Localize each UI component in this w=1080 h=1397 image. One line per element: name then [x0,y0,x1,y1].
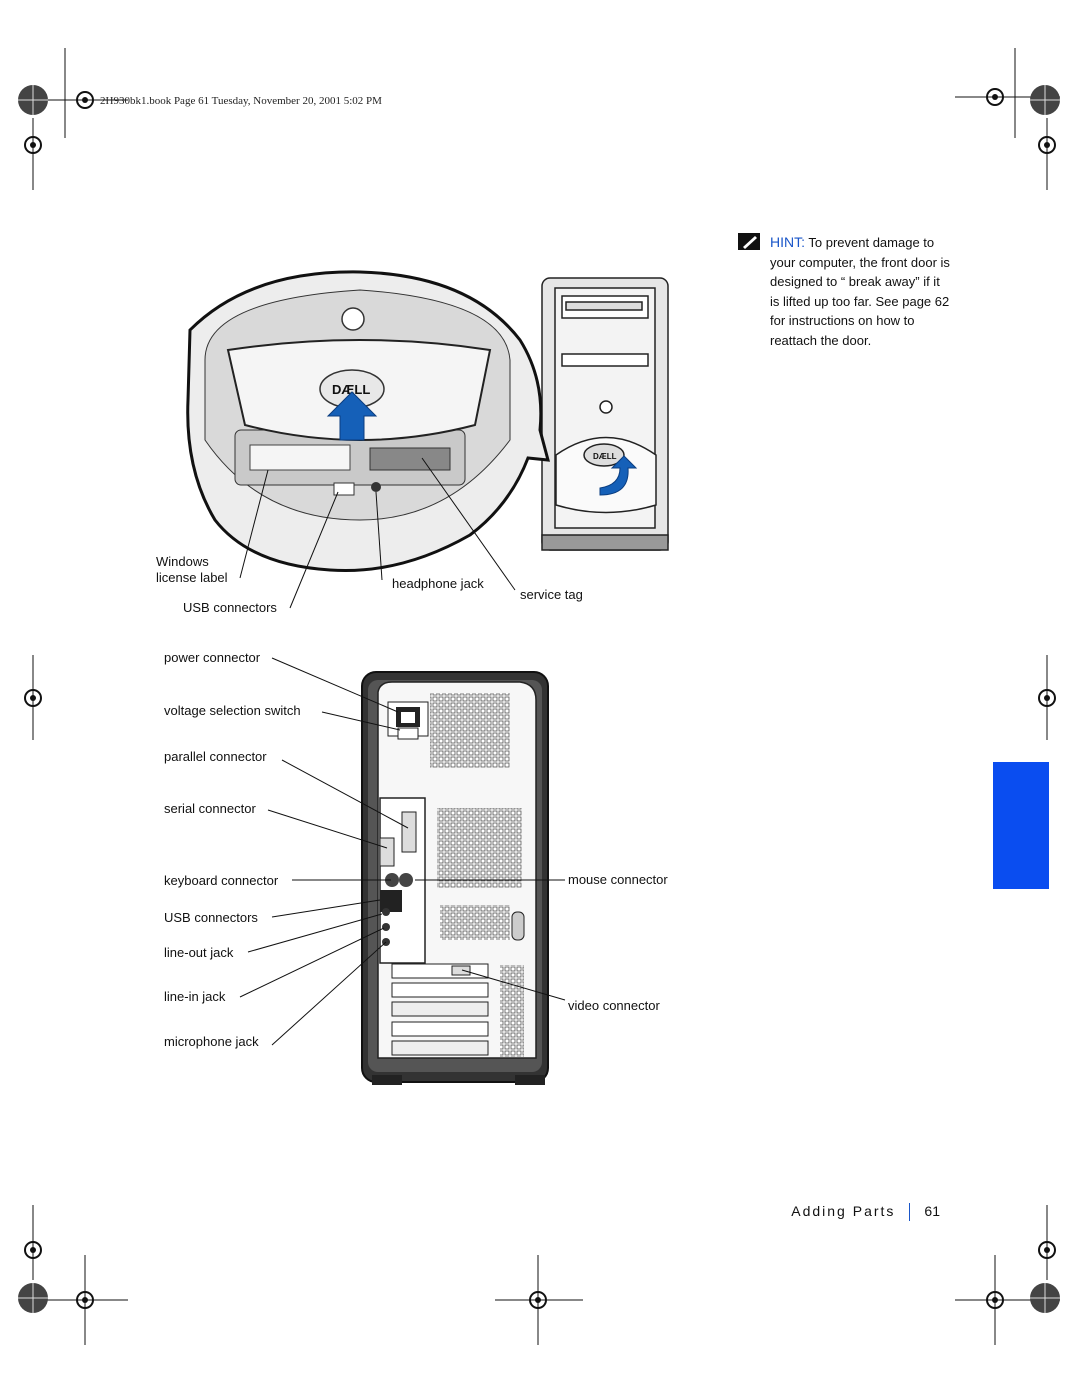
page-footer: Adding Parts 61 [791,1203,940,1222]
service-tag-label: service tag [520,587,583,602]
headphone-jack-label: headphone jack [392,576,484,591]
registration-mark-icon [1038,136,1056,154]
line-out-jack-label: line-out jack [164,945,234,960]
microphone-jack-label: microphone jack [164,1034,259,1049]
registration-mark-icon [24,1241,42,1259]
dell-logo-small: DÆLL [593,452,617,461]
page-number: 61 [924,1203,940,1219]
parallel-connector-label: parallel connector [164,749,267,764]
back-tower [361,671,549,1085]
back-usb-label: USB connectors [164,910,258,925]
voltage-switch-label: voltage selection switch [164,703,301,718]
registration-mark-icon [986,1291,1004,1309]
line-in-jack-label: line-in jack [164,989,226,1004]
dell-logo: DÆLL [332,382,370,397]
registration-mark-icon [76,91,94,109]
up-arrow-icon [326,391,378,441]
windows-label-line1: Windows [156,554,209,569]
registration-mark-icon [1038,689,1056,707]
power-connector-label: power connector [164,650,261,665]
mouse-connector-label: mouse connector [568,872,668,887]
hint-keyword: HINT: [770,234,805,250]
chapter-thumb-tab [993,762,1049,889]
serial-connector-label: serial connector [164,801,256,816]
registration-mark-icon [76,1291,94,1309]
video-connector-label: video connector [568,998,660,1013]
front-usb-label: USB connectors [183,600,277,615]
footer-separator [909,1203,911,1222]
front-tower [541,277,669,551]
registration-mark-icon [24,136,42,154]
hint-text: To prevent damage to your computer, the … [770,235,950,348]
registration-mark-icon [1038,1241,1056,1259]
windows-license-label: Windows license label [156,554,228,587]
lift-arrow-icon [599,455,638,496]
footer-section-title: Adding Parts [791,1203,896,1219]
registration-mark-icon [24,689,42,707]
windows-label-line2: license label [156,570,228,586]
book-header-line: 2H930bk1.book Page 61 Tuesday, November … [100,95,382,107]
registration-mark-icon [986,88,1004,106]
keyboard-connector-label: keyboard connector [164,873,279,888]
hint-note: HINT: To prevent damage to your computer… [770,233,950,350]
registration-mark-icon [529,1291,547,1309]
